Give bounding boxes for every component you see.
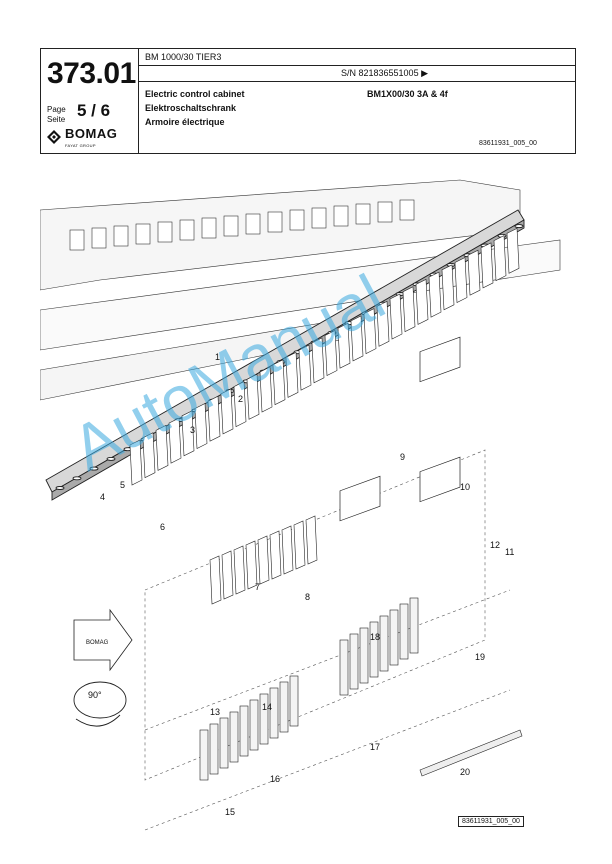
title-de: Elektroschaltschrank [145,103,237,113]
page-id-cell: 373.01 Page Seite 5 / 6 BOMAG FAYAT GROU… [41,49,139,153]
callout-15: 15 [225,807,235,817]
rotate-label: 90° [88,690,102,700]
callout-12: 12 [490,540,500,550]
title-en: Electric control cabinet [145,89,245,99]
callout-5: 5 [120,480,125,490]
callout-18: 18 [370,632,380,642]
title-block: 373.01 Page Seite 5 / 6 BOMAG FAYAT GROU… [40,48,576,154]
arrow-label: BOMAG [86,640,109,646]
callout-14: 14 [262,702,272,712]
page-label-de: Seite [47,115,66,124]
bomag-logo-icon [47,129,61,144]
relay-group [339,336,461,522]
callout-13: 13 [210,707,220,717]
serial-number: S/N 821836551005 ▶ [341,68,428,78]
callout-16: 16 [270,774,280,784]
page-label-en: Page [47,105,66,114]
callout-19: 19 [475,652,485,662]
callout-8: 8 [305,592,310,602]
callout-4: 4 [100,492,105,502]
bomag-arrow-icon [73,608,133,672]
page-labels: Page Seite [47,105,66,125]
logo-subtext: FAYAT GROUP [65,143,96,148]
drawing-reference: 83611931_005_00 [479,140,537,147]
terminal-row-main [129,227,520,486]
drawing-ref-box: 83611931_005_00 [458,816,524,827]
callout-20: 20 [460,767,470,777]
callout-11: 11 [505,547,514,557]
terminal-row-middle [209,515,318,605]
logo-text: BOMAG [65,126,118,141]
callout-10: 10 [460,482,470,492]
callout-17: 17 [370,742,380,752]
callout-7: 7 [255,582,260,592]
variant-code: BM1X00/30 3A & 4f [367,89,448,99]
terminal-row-lower [199,597,419,781]
model-name: BM 1000/30 TIER3 [145,52,222,62]
callout-9: 9 [400,452,405,462]
page-number: 373.01 [47,57,136,90]
callout-6: 6 [160,522,165,532]
callout-2: 2 [238,394,243,404]
assembly-lines [144,449,511,831]
callout-1: 1 [215,352,220,362]
callout-3: 3 [190,425,195,435]
bomag-logo: BOMAG FAYAT GROUP [47,125,117,148]
page-value: 5 / 6 [77,101,111,120]
marker-strip [419,729,523,777]
rotate-90-icon [73,681,127,727]
title-fr: Armoire électrique [145,117,225,127]
